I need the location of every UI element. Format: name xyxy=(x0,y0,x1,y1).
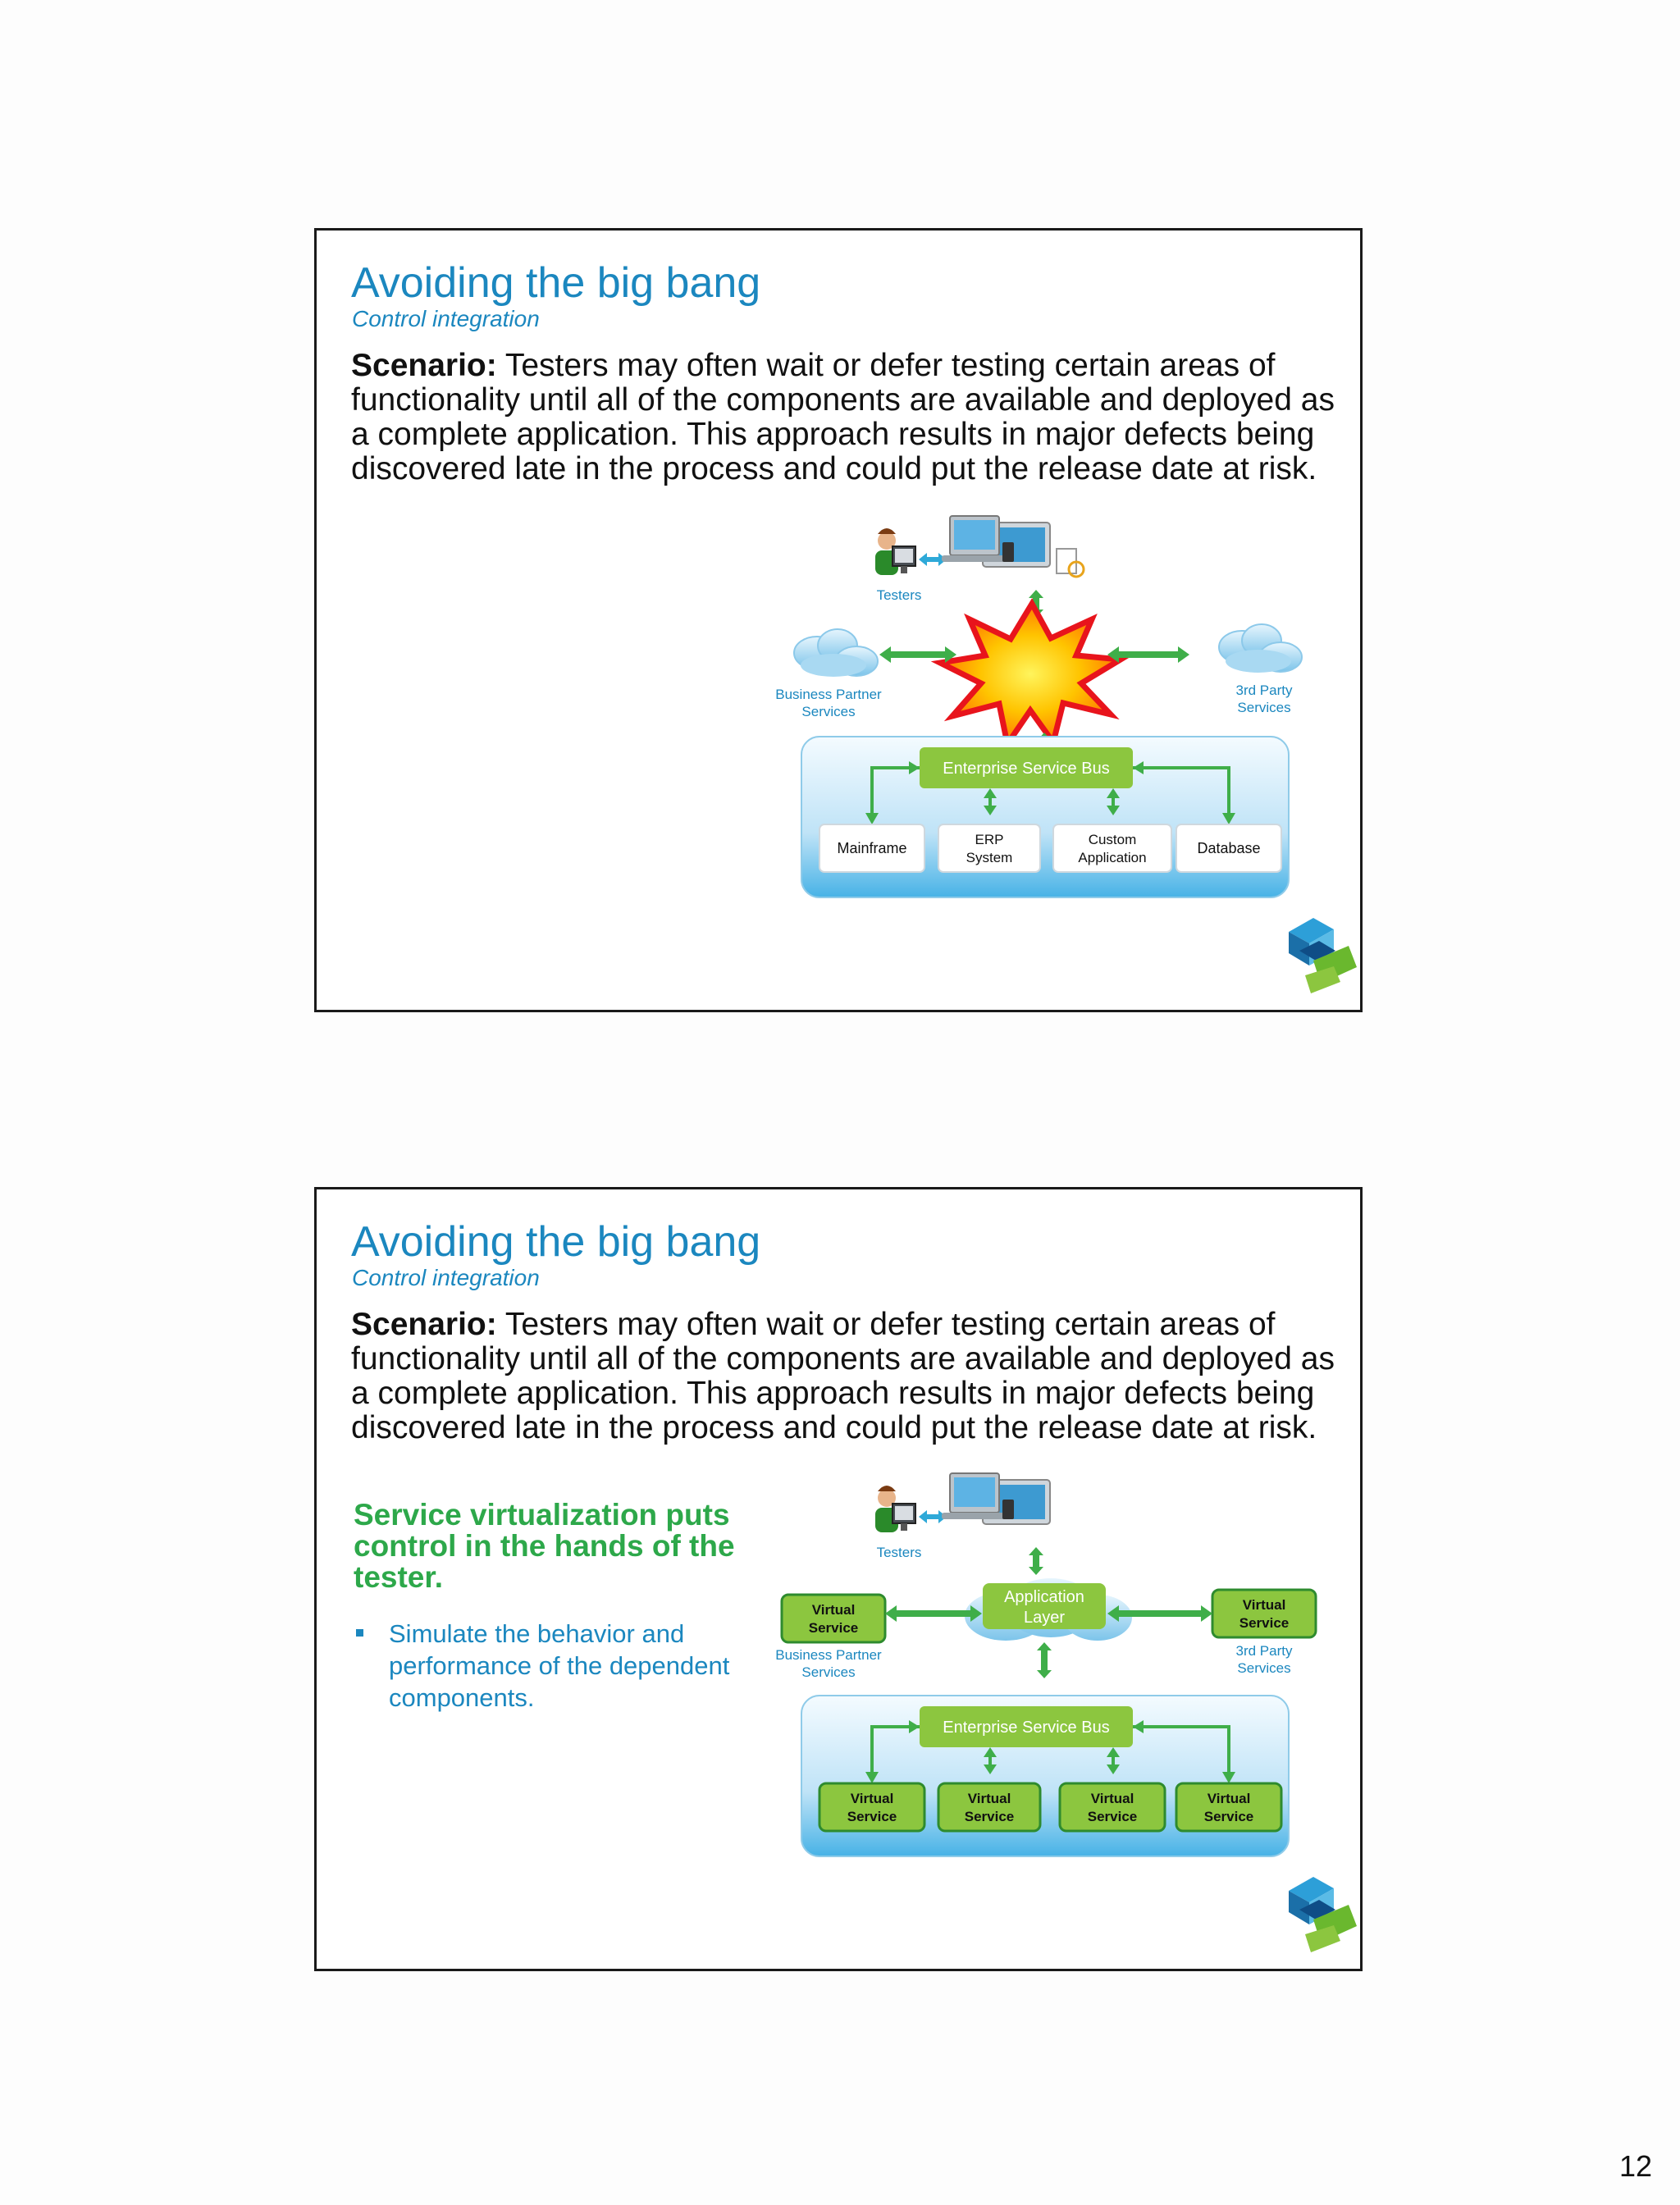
virtual-service-label: Virtual xyxy=(851,1791,894,1806)
arrow-icon xyxy=(1029,1547,1043,1575)
virtual-service-label: Service xyxy=(965,1809,1015,1824)
application-layer-box xyxy=(983,1583,1106,1629)
component-label: Application xyxy=(1078,850,1146,865)
esb-box xyxy=(920,747,1133,788)
label-line: Services xyxy=(1237,1660,1290,1676)
label-line: Services xyxy=(1237,700,1290,715)
component-box-mainframe xyxy=(819,824,925,873)
component-box-erp xyxy=(938,824,1041,873)
virtual-service-label: Service xyxy=(1239,1615,1290,1631)
explosion-icon xyxy=(930,597,1130,751)
virtual-service-label: Virtual xyxy=(1091,1791,1134,1806)
tester-person-icon xyxy=(875,1486,916,1532)
cloud-icon xyxy=(793,628,879,677)
label-line: Services xyxy=(801,1664,855,1680)
bullet-text: Simulate the behavior and performance of… xyxy=(389,1619,730,1712)
component-label: Custom xyxy=(1089,832,1137,847)
application-layer-label: Application xyxy=(1004,1588,1084,1606)
company-logo xyxy=(1289,1877,1357,1952)
devices-icon xyxy=(942,515,1085,578)
virtual-service-box xyxy=(818,1782,926,1833)
component-label: Mainframe xyxy=(837,840,906,856)
component-box-custom-app xyxy=(1052,824,1172,873)
arrow-icon xyxy=(1107,1605,1212,1622)
virtualization-diagram: Testers Application Layer Virtual Servic… xyxy=(775,1472,1357,1952)
scenario-text: Scenario: Testers may often wait or defe… xyxy=(351,1308,1335,1445)
slide-2: Avoiding the big bang Control integratio… xyxy=(314,1187,1363,1971)
company-logo xyxy=(1289,918,1357,993)
virtual-service-label: Service xyxy=(809,1620,859,1636)
virtual-service-box xyxy=(1058,1782,1166,1833)
double-arrow-icon xyxy=(919,1510,947,1523)
slide-subtitle: Control integration xyxy=(352,306,540,331)
scenario-label: Scenario: xyxy=(351,1307,497,1342)
component-box-database xyxy=(1176,824,1282,873)
double-arrow-icon xyxy=(919,553,947,566)
virtual-service-box xyxy=(780,1593,887,1644)
arrow-icon xyxy=(885,1605,982,1622)
testers-label: Testers xyxy=(877,1545,922,1560)
virtual-service-label: Virtual xyxy=(812,1602,856,1618)
cloud-icon xyxy=(1218,623,1303,673)
component-label: Database xyxy=(1197,840,1260,856)
slide-1: Avoiding the big bang Control integratio… xyxy=(314,228,1363,1012)
virtual-service-label: Virtual xyxy=(1208,1791,1251,1806)
application-layer-label: Layer xyxy=(1024,1609,1065,1627)
virtual-service-label: Service xyxy=(1204,1809,1254,1824)
scenario-body: Testers may often wait or defer testing … xyxy=(351,348,1335,486)
arrow-icon xyxy=(1037,1642,1052,1678)
slide-subtitle: Control integration xyxy=(352,1265,540,1290)
component-label: System xyxy=(966,850,1013,865)
scenario-text: Scenario: Testers may often wait or defe… xyxy=(351,349,1335,486)
esb-box xyxy=(920,1706,1133,1747)
virtual-service-box xyxy=(1175,1782,1283,1833)
scenario-body: Testers may often wait or defer testing … xyxy=(351,1307,1335,1445)
virtual-service-box xyxy=(937,1782,1042,1833)
slide-title: Avoiding the big bang xyxy=(351,1218,761,1266)
arrow-icon xyxy=(1107,646,1189,663)
slide-title: Avoiding the big bang xyxy=(351,259,761,307)
label-line: Services xyxy=(801,704,855,719)
arrow-icon xyxy=(879,646,956,663)
tester-person-icon xyxy=(875,528,916,575)
component-label: ERP xyxy=(975,832,1004,847)
callout-text: Service virtualization puts control in t… xyxy=(354,1498,735,1594)
virtual-service-label: Service xyxy=(847,1809,897,1824)
esb-label: Enterprise Service Bus xyxy=(943,1719,1109,1737)
virtual-service-label: Virtual xyxy=(1243,1597,1286,1613)
devices-icon xyxy=(942,1472,1051,1525)
page-number: 12 xyxy=(1618,2149,1652,2183)
virtual-service-label: Virtual xyxy=(968,1791,1011,1806)
virtual-service-label: Service xyxy=(1088,1809,1138,1824)
bullet-icon xyxy=(356,1629,363,1637)
testers-label: Testers xyxy=(877,587,922,603)
esb-label: Enterprise Service Bus xyxy=(943,760,1109,778)
scenario-label: Scenario: xyxy=(351,348,497,383)
